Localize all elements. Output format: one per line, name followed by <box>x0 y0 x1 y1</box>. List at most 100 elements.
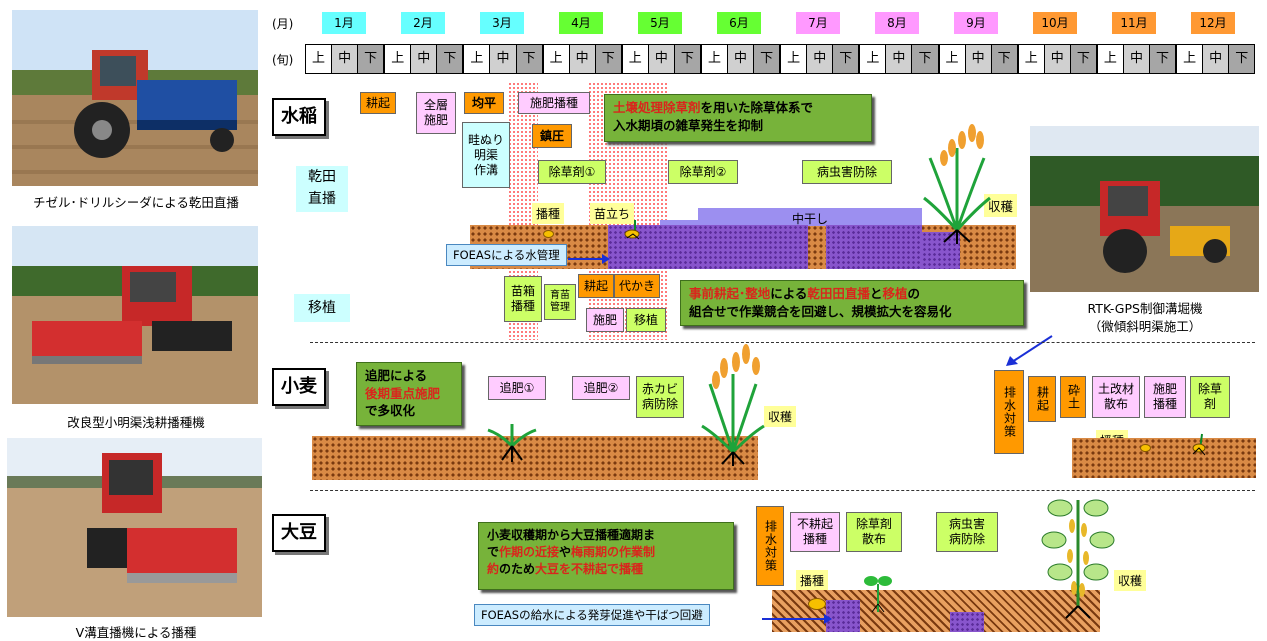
rice-water-layer <box>660 220 698 228</box>
crop-label-soybean: 大豆 <box>272 514 326 552</box>
wheat-plant-icon <box>700 344 766 466</box>
wheat-callout-red: 後期重点施肥 <box>365 385 441 401</box>
task-fukouki-hashu: 不耕起 播種 <box>790 512 840 552</box>
rice-flooded-area-3 <box>922 232 960 269</box>
jun-cell: 中 <box>1043 45 1070 73</box>
photo-caption-shallow: 改良型小明渠浅耕播種機 <box>67 415 205 430</box>
task-dokaizai: 土改材 散布 <box>1092 376 1140 418</box>
task-chinatsu: 鎮圧 <box>532 124 572 148</box>
soy-water-area-2 <box>950 612 984 632</box>
soy-callout-a: 小麦収穫期から大豆播種適期ま <box>487 528 656 542</box>
month-10: 10月 <box>1033 12 1077 34</box>
crop-label-wheat: 小麦 <box>272 368 326 406</box>
task-sehi-hashu-wheat: 施肥 播種 <box>1144 376 1186 418</box>
month-6: 6月 <box>717 12 761 34</box>
jun-cell: 上 <box>306 45 332 73</box>
callout2-b: による <box>770 286 808 301</box>
callout-dry-direct-transplant: 事前耕起･整地による乾田田直播と移植の 組合せで作業競合を回避し、規模拡大を容易… <box>680 280 1024 326</box>
soy-soil-strip <box>772 590 1100 632</box>
jun-cell: 上 <box>383 45 411 73</box>
callout-no-till-soybean: 小麦収穫期から大豆播種適期ま で作期の近接や梅雨期の作業制 約のため大豆を不耕起… <box>478 522 734 590</box>
jun-cell: 下 <box>1149 45 1176 73</box>
photo-v-groove-seeder <box>7 438 262 617</box>
task-josou-2: 除草剤② <box>668 160 738 184</box>
soy-callout-g: のため <box>499 561 536 576</box>
task-ishoku: 移植 <box>626 308 666 332</box>
jun-cell: 下 <box>357 45 384 73</box>
foeas-arrow-soy <box>762 609 832 624</box>
jun-cell: 上 <box>541 45 569 73</box>
crop-label-rice: 水稲 <box>272 98 326 136</box>
rice-subtype-dry-direct: 乾田 直播 <box>296 166 348 212</box>
photo-shallow-tillage-seeder <box>12 226 258 404</box>
wheat-callout-c: で多収化 <box>365 403 416 418</box>
task-haisui-wheat: 排水対策 <box>994 370 1024 454</box>
photo-chisel-drill-seeder <box>12 10 258 186</box>
jun-cell: 中 <box>331 45 358 73</box>
jun-cell: 下 <box>515 45 542 73</box>
callout2-d: と <box>869 286 883 301</box>
rice-plant-icon <box>922 118 992 244</box>
jun-row: 上中下上中下上中下上中下上中下上中下上中下上中下上中下上中下上中下上中下 <box>305 44 1255 74</box>
soy-callout-red-c: 作期の近接 <box>499 544 560 559</box>
task-naebako-hashu: 苗箱 播種 <box>504 276 542 322</box>
soy-callout-red-e: 梅雨期の作業制 <box>571 544 656 559</box>
jun-cell: 中 <box>489 45 516 73</box>
rice-seed-icon <box>543 230 554 238</box>
wheat-soil-strip <box>312 436 758 480</box>
soy-plant-icon <box>1040 490 1116 620</box>
month-1: 1月 <box>322 12 366 34</box>
month-9: 9月 <box>954 12 998 34</box>
soy-callout-b: で <box>487 544 500 559</box>
photo-rtk-gps-trencher <box>1030 126 1259 292</box>
soy-seed-icon <box>808 598 826 610</box>
task-saido: 砕土 <box>1060 376 1086 418</box>
jun-cell: 中 <box>568 45 595 73</box>
foeas-arrow-rice <box>568 249 610 264</box>
label-shukaku-rice: 収穫 <box>984 194 1018 217</box>
task-azenuri: 畦ぬり 明渠 作溝 <box>462 122 510 188</box>
jun-cell: 下 <box>594 45 621 73</box>
jun-cell: 中 <box>727 45 754 73</box>
task-akakabi: 赤カビ 病防除 <box>636 376 684 418</box>
wheat-callout-a: 追肥による <box>365 368 428 383</box>
task-sehi-transplant: 施肥 <box>586 308 624 332</box>
jun-cell: 上 <box>1175 45 1203 73</box>
jun-cell: 中 <box>1202 45 1229 73</box>
task-zensou-sehi: 全層 施肥 <box>416 92 456 134</box>
task-kouki-wheat: 耕起 <box>1028 376 1056 422</box>
callout1-text-b: を用いた除草体系で <box>700 100 814 115</box>
task-tsuihi-2: 追肥② <box>572 376 630 400</box>
task-josouzai-soy: 除草剤 散布 <box>846 512 902 552</box>
jun-cell: 下 <box>832 45 859 73</box>
task-kouki-transplant: 耕起 <box>578 274 614 298</box>
jun-cell: 下 <box>673 45 700 73</box>
month-11: 11月 <box>1112 12 1156 34</box>
jun-cell: 下 <box>1069 45 1096 73</box>
callout-soil-herbicide: 土壌処理除草剤を用いた除草体系で 入水期頃の雑草発生を抑制 <box>604 94 872 142</box>
jun-cell: 中 <box>806 45 833 73</box>
jun-cell: 下 <box>1228 45 1255 73</box>
callout-topdressing: 追肥による 後期重点施肥 で多収化 <box>356 362 462 426</box>
callout2-red-a: 事前耕起･整地 <box>689 286 771 301</box>
task-ikubyo-kanri: 育苗 管理 <box>544 284 576 320</box>
rice-flooded-area-2 <box>826 225 922 269</box>
task-haisui-soy: 排水対策 <box>756 506 784 586</box>
task-byochu-soy: 病虫害 病防除 <box>936 512 998 552</box>
jun-cell: 上 <box>462 45 490 73</box>
task-kinpei: 均平 <box>464 92 504 114</box>
jun-cell: 下 <box>436 45 463 73</box>
soy-sprout-icon <box>862 570 894 614</box>
month-4: 4月 <box>559 12 603 34</box>
jun-cell: 下 <box>990 45 1017 73</box>
callout2-f: の <box>907 286 920 301</box>
task-josou-1: 除草剤① <box>538 160 606 184</box>
callout2-red-e: 移植 <box>882 286 908 301</box>
label-shukaku-wheat: 収穫 <box>764 406 797 427</box>
jun-cell: 中 <box>647 45 674 73</box>
month-3: 3月 <box>480 12 524 34</box>
task-shirokaki: 代かき <box>614 274 660 298</box>
soy-water-area-1 <box>826 600 860 632</box>
soy-callout-d: や <box>559 544 572 559</box>
jun-cell: 上 <box>779 45 807 73</box>
